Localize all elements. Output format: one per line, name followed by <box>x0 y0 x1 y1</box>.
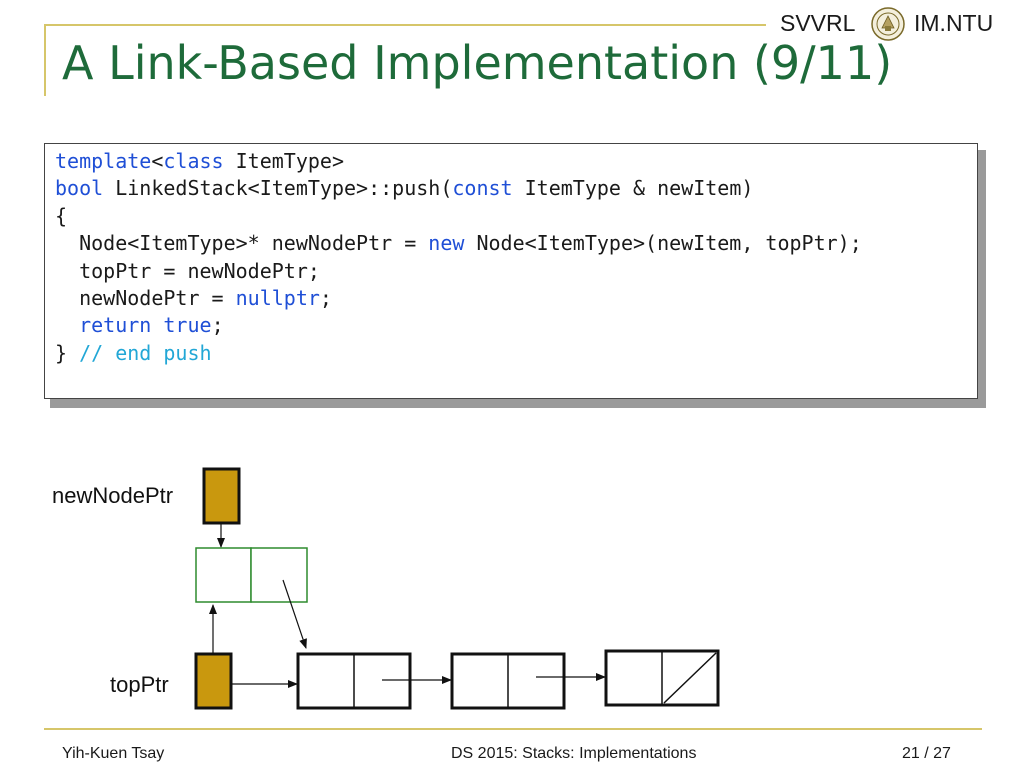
code-text: { <box>55 203 68 228</box>
code-block: template<class ItemType> bool LinkedStac… <box>55 148 862 367</box>
code-text: Node<ItemType>* newNodePtr = <box>55 231 429 256</box>
university-seal-icon <box>871 7 905 41</box>
brand-header: SVVRL IM.NTU <box>780 6 1010 41</box>
code-text: newNodePtr = <box>55 286 236 311</box>
code-line: topPtr = newNodePtr; <box>55 259 320 283</box>
code-keyword: return <box>79 313 152 338</box>
code-box: template<class ItemType> bool LinkedStac… <box>44 143 978 399</box>
code-text: ; <box>319 286 332 311</box>
code-text: topPtr = newNodePtr; <box>55 258 320 283</box>
null-slash-icon <box>663 652 717 704</box>
new-node-ptr-label: newNodePtr <box>52 483 173 508</box>
header-rule <box>44 24 766 26</box>
footer-page-number: 21 / 27 <box>902 745 951 762</box>
brand-right-label: IM.NTU <box>914 10 994 36</box>
top-ptr-box <box>194 652 233 710</box>
code-text: } <box>55 340 80 365</box>
footer-author: Yih-Kuen Tsay <box>62 745 165 762</box>
code-keyword: const <box>452 176 513 201</box>
code-line: Node<ItemType>* newNodePtr = new Node<It… <box>55 231 862 255</box>
code-text: LinkedStack<ItemType>::push( <box>103 176 453 201</box>
header-side-rule <box>44 24 46 96</box>
footer-rule <box>44 728 982 730</box>
footer-course: DS 2015: Stacks: Implementations <box>451 745 697 762</box>
code-keyword: true <box>163 313 212 338</box>
code-keyword: nullptr <box>235 286 320 311</box>
code-line: template<class ItemType> <box>55 149 344 173</box>
code-keyword: class <box>163 149 224 173</box>
node-2 <box>450 652 566 710</box>
code-text: ItemType> <box>223 149 345 173</box>
new-node-ptr-box <box>202 467 241 525</box>
code-text: ItemType & newItem) <box>512 176 754 201</box>
top-ptr-label: topPtr <box>110 672 169 697</box>
code-text: ; <box>211 313 224 338</box>
code-keyword: new <box>428 231 465 256</box>
code-line: newNodePtr = nullptr; <box>55 286 332 310</box>
code-line: bool LinkedStack<ItemType>::push(const I… <box>55 176 753 200</box>
code-text: < <box>151 149 164 173</box>
new-node-item-cell <box>195 547 252 603</box>
code-keyword: bool <box>55 176 104 201</box>
slide-title: A Link-Based Implementation (9/11) <box>62 36 893 90</box>
node-1 <box>296 652 412 710</box>
code-line: } // end push <box>55 341 212 365</box>
node-3 <box>604 649 720 707</box>
code-text: Node<ItemType>(newItem, topPtr); <box>464 231 862 256</box>
code-keyword: template <box>55 149 152 173</box>
new-node-next-cell <box>250 547 308 603</box>
code-line: { <box>55 204 67 228</box>
new-node-next-arrow <box>282 579 307 649</box>
code-line: return true; <box>55 313 224 337</box>
code-comment: // end push <box>79 340 212 365</box>
brand-left-label: SVVRL <box>780 10 856 36</box>
